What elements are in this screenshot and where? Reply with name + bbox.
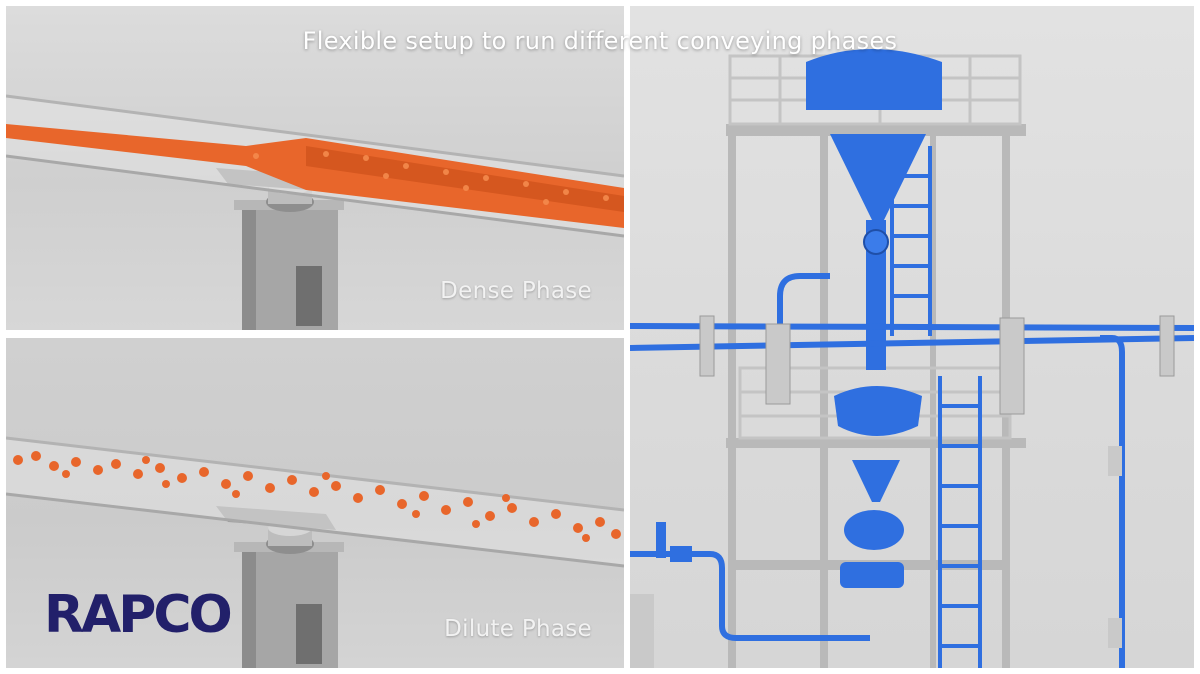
dilute-phase-panel: Dilute Phase xyxy=(6,338,624,668)
support-post xyxy=(242,546,338,668)
pressure-valve xyxy=(656,522,666,558)
dense-phase-label: Dense Phase xyxy=(440,278,592,304)
top-vessel xyxy=(806,49,942,110)
conveying-plant-illustration xyxy=(630,49,1194,668)
dilute-phase-label: Dilute Phase xyxy=(444,616,592,642)
dense-phase-panel: Dense Phase xyxy=(6,6,624,330)
support-post xyxy=(242,204,338,330)
top-hopper xyxy=(830,134,926,220)
pipe-bracket xyxy=(999,317,1025,415)
dense-phase-illustration xyxy=(6,94,624,330)
pipe-bracket xyxy=(765,323,791,405)
pressure-vessel xyxy=(834,386,922,436)
lower-ladder xyxy=(938,376,982,668)
conveying-plant-panel xyxy=(630,6,1194,668)
material-bed xyxy=(6,124,624,228)
rapco-logo: RAPCO xyxy=(44,585,233,645)
feeder xyxy=(844,510,904,550)
valve-icon xyxy=(863,229,889,255)
dispersed-particles xyxy=(13,451,621,542)
headline: Flexible setup to run different conveyin… xyxy=(302,27,898,55)
dilute-phase-illustration xyxy=(6,436,624,668)
blower-unit xyxy=(840,562,904,588)
conveying-pipeline xyxy=(630,273,1194,668)
upper-ladder xyxy=(890,146,932,336)
